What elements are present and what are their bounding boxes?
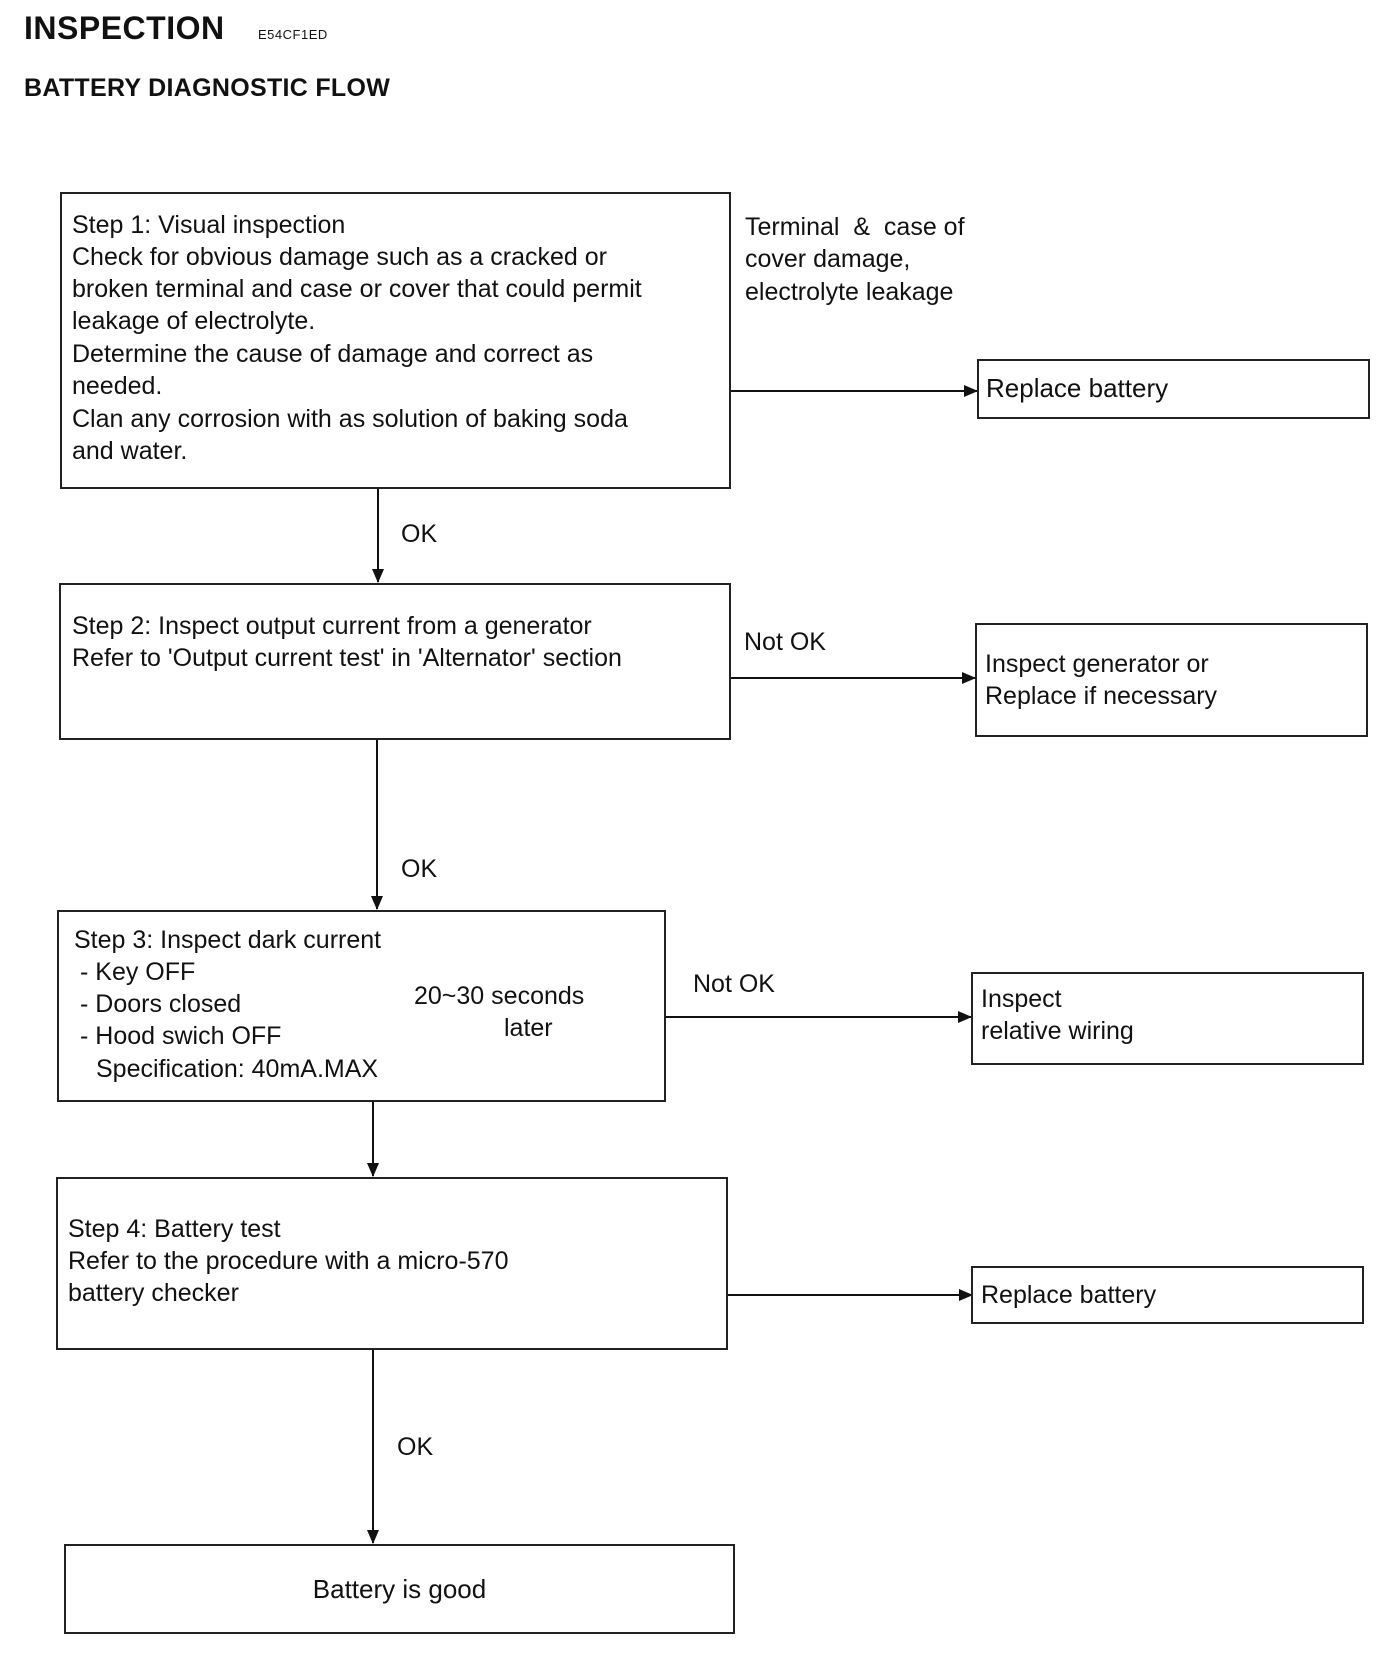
step3-title: Step 3: Inspect dark current: [74, 926, 382, 954]
step1-line-7: Clan any corrosion with as solution of b…: [72, 405, 628, 433]
step4-line-3: battery checker: [68, 1279, 239, 1307]
inspect-wiring-line-2: relative wiring: [981, 1017, 1134, 1045]
result-label: Battery is good: [312, 1574, 487, 1604]
step3-condition-3: - Hood swich OFF: [80, 1022, 282, 1050]
step3-timing-1: 20~30 seconds: [414, 982, 585, 1010]
result-box: Battery is good: [64, 1544, 735, 1634]
page-title: INSPECTION: [24, 10, 225, 46]
step1-line-1: Step 1: Visual inspection: [72, 211, 346, 239]
section-code: E54CF1ED: [258, 27, 328, 42]
step2-line-2: Refer to 'Output current test' in 'Alter…: [72, 644, 622, 672]
step3-spec: Specification: 40mA.MAX: [96, 1055, 379, 1083]
inspect-generator-line-2: Replace if necessary: [985, 682, 1218, 710]
replace-battery-label-1: Replace battery: [986, 373, 1169, 403]
step1-line-4: leakage of electrolyte.: [72, 307, 316, 335]
step1-line-6: needed.: [72, 372, 163, 400]
step1-line-2: Check for obvious damage such as a crack…: [72, 243, 607, 271]
step2-fail-label: Not OK: [744, 628, 826, 656]
step1-line-8: and water.: [72, 437, 188, 465]
step1-fail-label-2: cover damage,: [745, 245, 911, 273]
replace-battery-box-1: [977, 359, 1370, 419]
inspect-wiring-box: [971, 972, 1364, 1065]
step2-line-1: Step 2: Inspect output current from a ge…: [72, 612, 592, 640]
inspect-wiring-line-1: Inspect: [981, 985, 1062, 1013]
replace-battery-box-2: [971, 1266, 1364, 1324]
step4-line-2: Refer to the procedure with a micro-570: [68, 1247, 509, 1275]
flow-subtitle: BATTERY DIAGNOSTIC FLOW: [24, 74, 391, 102]
step4-ok-label: OK: [397, 1433, 434, 1461]
step3-condition-1: - Key OFF: [80, 958, 196, 986]
step1-box: [60, 192, 731, 489]
step1-line-5: Determine the cause of damage and correc…: [72, 340, 594, 368]
step1-fail-label-1: Terminal & case of: [745, 213, 965, 241]
inspect-generator-line-1: Inspect generator or: [985, 650, 1209, 678]
step3-timing-2: later: [504, 1014, 553, 1042]
step4-box: [56, 1177, 728, 1350]
step1-ok-label: OK: [401, 520, 438, 548]
replace-battery-label-2: Replace battery: [981, 1281, 1157, 1309]
step2-box: [59, 583, 731, 740]
step3-box: [57, 910, 666, 1102]
step3-condition-2: - Doors closed: [80, 990, 242, 1018]
step4-line-1: Step 4: Battery test: [68, 1215, 281, 1243]
step1-fail-label-3: electrolyte leakage: [745, 278, 954, 306]
inspect-generator-box: [975, 623, 1368, 737]
step2-ok-label: OK: [401, 855, 438, 883]
step3-fail-label: Not OK: [693, 970, 775, 998]
step1-line-3: broken terminal and case or cover that c…: [72, 275, 642, 303]
